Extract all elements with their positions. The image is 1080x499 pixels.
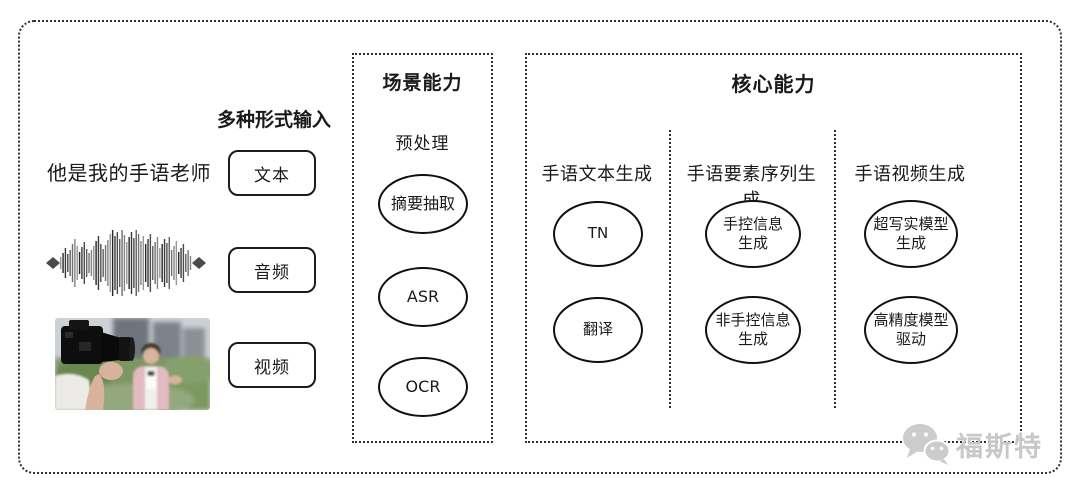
node-high-precision-model-driving: 高精度模型 驱动 — [864, 296, 958, 364]
input-type-audio-box: 音频 — [228, 247, 316, 293]
input-type-audio-label: 音频 — [254, 262, 290, 283]
sample-sentence-text: 他是我的手语老师 — [47, 161, 211, 185]
scene-capability-box: 场景能力 预处理 摘要抽取 ASR OCR — [352, 53, 493, 443]
audio-waveform-icon — [46, 230, 206, 296]
reporter-interview-photo — [55, 318, 210, 410]
input-section-label: 多种形式输入 — [216, 109, 331, 131]
input-type-video-box: 视频 — [228, 342, 316, 388]
node-asr: ASR — [378, 267, 468, 327]
node-summary-extraction: 摘要抽取 — [378, 174, 468, 234]
node-ocr: OCR — [378, 357, 468, 417]
scene-box-title: 场景能力 — [382, 72, 463, 94]
column-divider-2 — [834, 130, 836, 408]
col-header-sign-text-generation: 手语文本生成 — [541, 164, 653, 185]
col-header-sign-video-generation: 手语视频生成 — [854, 164, 966, 185]
preprocess-label: 预处理 — [395, 134, 450, 154]
core-box-title: 核心能力 — [731, 72, 816, 96]
wechat-logo-icon — [903, 424, 951, 465]
input-type-video-label: 视频 — [254, 357, 290, 378]
input-type-text-label: 文本 — [254, 165, 290, 186]
reporter-figure — [133, 343, 182, 410]
watermark: 福斯特 — [901, 422, 1043, 466]
camera-silhouette — [61, 320, 135, 410]
node-tn: TN — [553, 201, 643, 267]
node-hyperrealistic-model-generation: 超写实模型 生成 — [864, 200, 958, 268]
node-translation: 翻译 — [553, 297, 643, 363]
watermark-text: 福斯特 — [956, 431, 1043, 463]
photographer-shoulder — [55, 373, 93, 410]
core-capability-box: 核心能力 手语文本生成 手语要素序列生成 手语视频生成 TN 翻译 手控信息 生… — [525, 53, 1022, 443]
outer-dotted-border — [18, 20, 1062, 474]
node-manual-info-generation: 手控信息 生成 — [705, 200, 801, 268]
column-divider-1 — [669, 130, 671, 408]
input-type-text-box: 文本 — [228, 150, 316, 196]
node-non-manual-info-generation: 非手控信息 生成 — [705, 296, 801, 364]
